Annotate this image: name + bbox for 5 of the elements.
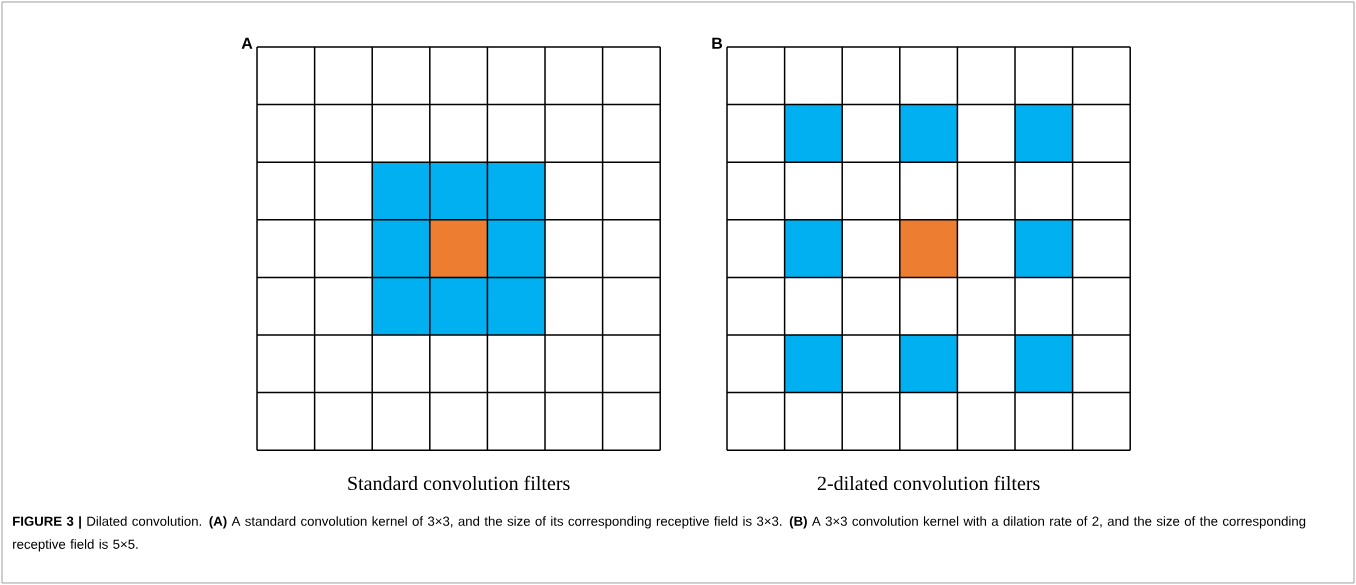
panel-letter: B — [712, 37, 723, 49]
panel-letter: A — [241, 37, 253, 49]
panel-caption: Standard convolution filters — [348, 475, 570, 491]
figure-caption: FIGURE 3 | Dilated convolution. (A) A standard convolution kernel of 3×3, and the size of its corresponding receptive field is 3×3. (B) A 3×3 convolution kernel with a dilation rate of 2, and the size of the corresponding receptive field is 5×5. — [13, 516, 1306, 552]
panel-caption: 2-dilated convolution filters — [817, 475, 1040, 491]
